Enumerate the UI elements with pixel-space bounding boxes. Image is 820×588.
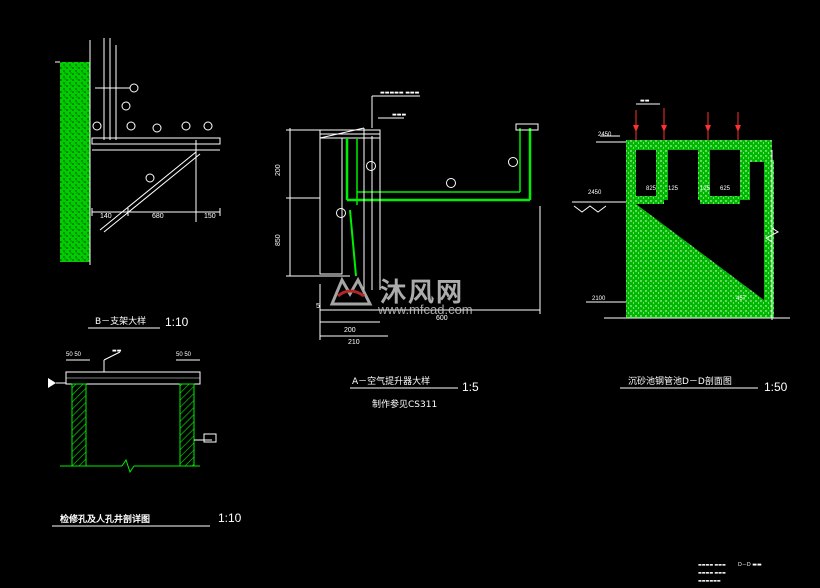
dim-section-d: 625 [720,186,731,192]
dim-bracket-150: 150 [204,213,216,220]
svg-text:50 50: 50 50 [176,352,192,358]
vent-reference: 制作参见CS311 [372,398,437,410]
title-vent: A－空气提升器大样 [352,375,430,387]
dim-bracket-140: 140 [100,213,112,220]
scale-section: 1:50 [764,380,788,394]
title-block: ▬▬▬▬ ▬▬▬ D－D ▬▬ ▬▬▬▬ ▬▬▬ ▬▬▬▬▬▬ [698,562,762,583]
svg-text:▬▬▬▬▬ ▬▬▬: ▬▬▬▬▬ ▬▬▬ [380,90,420,96]
elev-bottom: 2100 [592,296,606,302]
svg-text:▬▬▬: ▬▬▬ [392,112,406,118]
scale-vent: 1:5 [462,380,479,394]
section-dd: 2450 2450 2100 825 125 125 625 457 ▬▬ 沉砂… [572,98,790,394]
svg-text:▬▬▬▬ ▬▬▬: ▬▬▬▬ ▬▬▬ [698,562,726,567]
svg-text:▬▬: ▬▬ [640,98,650,104]
dim-vent-200: 200 [344,327,356,334]
elev-top: 2450 [598,132,612,138]
svg-text:▬▬▬▬▬▬: ▬▬▬▬▬▬ [698,578,721,583]
scale-bracket: 1:10 [165,315,189,329]
title-manhole: 检修孔及人孔井剖详图 [60,513,150,525]
scale-manhole: 1:10 [218,511,242,525]
title-bracket: B－支架大样 [95,315,146,327]
mfcad-logo-icon [329,276,373,305]
bracket-wall [60,62,90,262]
dim-section-c: 125 [700,186,711,192]
manhole-detail: 50 50 50 50 ▬▬ 检修孔及人孔井剖详图 1:10 [48,348,242,527]
dim-vent-upper: 200 [275,164,282,176]
airlift-detail: ▬▬▬▬▬ ▬▬▬ ▬▬▬ 200 850 600 200 210 5 A－空气… [275,90,541,410]
dim-section-a: 825 [646,186,657,192]
svg-text:▬▬: ▬▬ [112,348,122,354]
bracket-detail: 140 680 150 B－支架大样 1:10 [55,38,221,329]
watermark: 沐风网 www.mfcad.com [328,272,473,317]
dim-vent-600: 600 [436,315,448,322]
svg-text:D－D ▬▬: D－D ▬▬ [738,562,762,568]
watermark-url: www.mfcad.com [378,302,473,317]
svg-text:▬▬▬▬ ▬▬▬: ▬▬▬▬ ▬▬▬ [698,570,726,575]
elev-mid: 2450 [588,190,602,196]
dim-vent-5: 5 [316,303,320,310]
watermark-text: 沐风网 [380,278,465,308]
dim-section-b: 125 [668,186,679,192]
title-section: 沉砂池钢管池D－D剖面图 [628,375,732,387]
dim-vent-lower: 850 [275,234,282,246]
svg-text:50 50: 50 50 [66,352,82,358]
dim-vent-210: 210 [348,339,360,346]
dim-section-e: 457 [736,296,747,302]
dim-bracket-680: 680 [152,213,164,220]
